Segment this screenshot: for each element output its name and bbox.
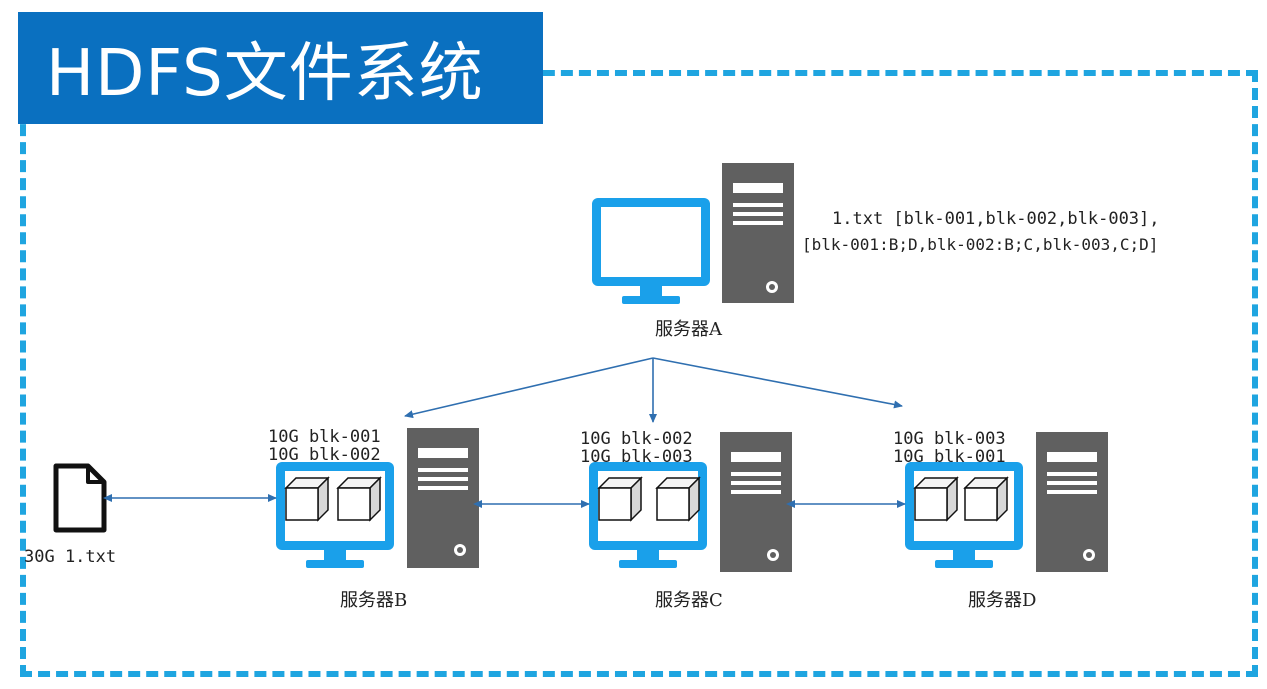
file-icon — [53, 463, 107, 533]
server-a-name: 服务器A — [655, 319, 722, 340]
arrow-a-to-b — [404, 357, 654, 419]
server-a-metadata-line2: [blk-001:B;D,blk-002:B;C,blk-003,C;D] — [802, 235, 1159, 254]
server-d-block-2-cube-icon — [963, 476, 1009, 522]
server-c-tower-icon — [720, 432, 792, 572]
server-b-block-2-cube-icon — [336, 476, 382, 522]
server-a-tower-icon — [722, 163, 794, 303]
server-b-name: 服务器B — [340, 590, 408, 611]
server-a-monitor-icon — [592, 198, 710, 304]
diagram-title: HDFS文件系统 — [18, 12, 543, 124]
server-c-block-1-cube-icon — [597, 476, 643, 522]
server-b-block1-label: 10G blk-001 — [268, 427, 381, 447]
server-b-block2-label: 10G blk-002 — [268, 445, 381, 465]
server-c-block2-label: 10G blk-003 — [580, 447, 693, 467]
server-b-tower-icon — [407, 428, 479, 568]
server-d-tower-icon — [1036, 432, 1108, 572]
server-d-name: 服务器D — [968, 590, 1037, 611]
server-c-block-2-cube-icon — [655, 476, 701, 522]
server-d-block-1-cube-icon — [913, 476, 959, 522]
server-c-name: 服务器C — [655, 590, 723, 611]
file-label: 30G 1.txt — [24, 547, 117, 567]
server-d-block1-label: 10G blk-003 — [893, 429, 1006, 449]
server-c-block1-label: 10G blk-002 — [580, 429, 693, 449]
server-d-block2-label: 10G blk-001 — [893, 447, 1006, 467]
hdfs-boundary-frame — [20, 70, 1258, 677]
server-a-metadata-line1: 1.txt [blk-001,blk-002,blk-003], — [832, 209, 1160, 229]
arrow-a-to-d — [652, 357, 903, 409]
server-b-block-1-cube-icon — [284, 476, 330, 522]
